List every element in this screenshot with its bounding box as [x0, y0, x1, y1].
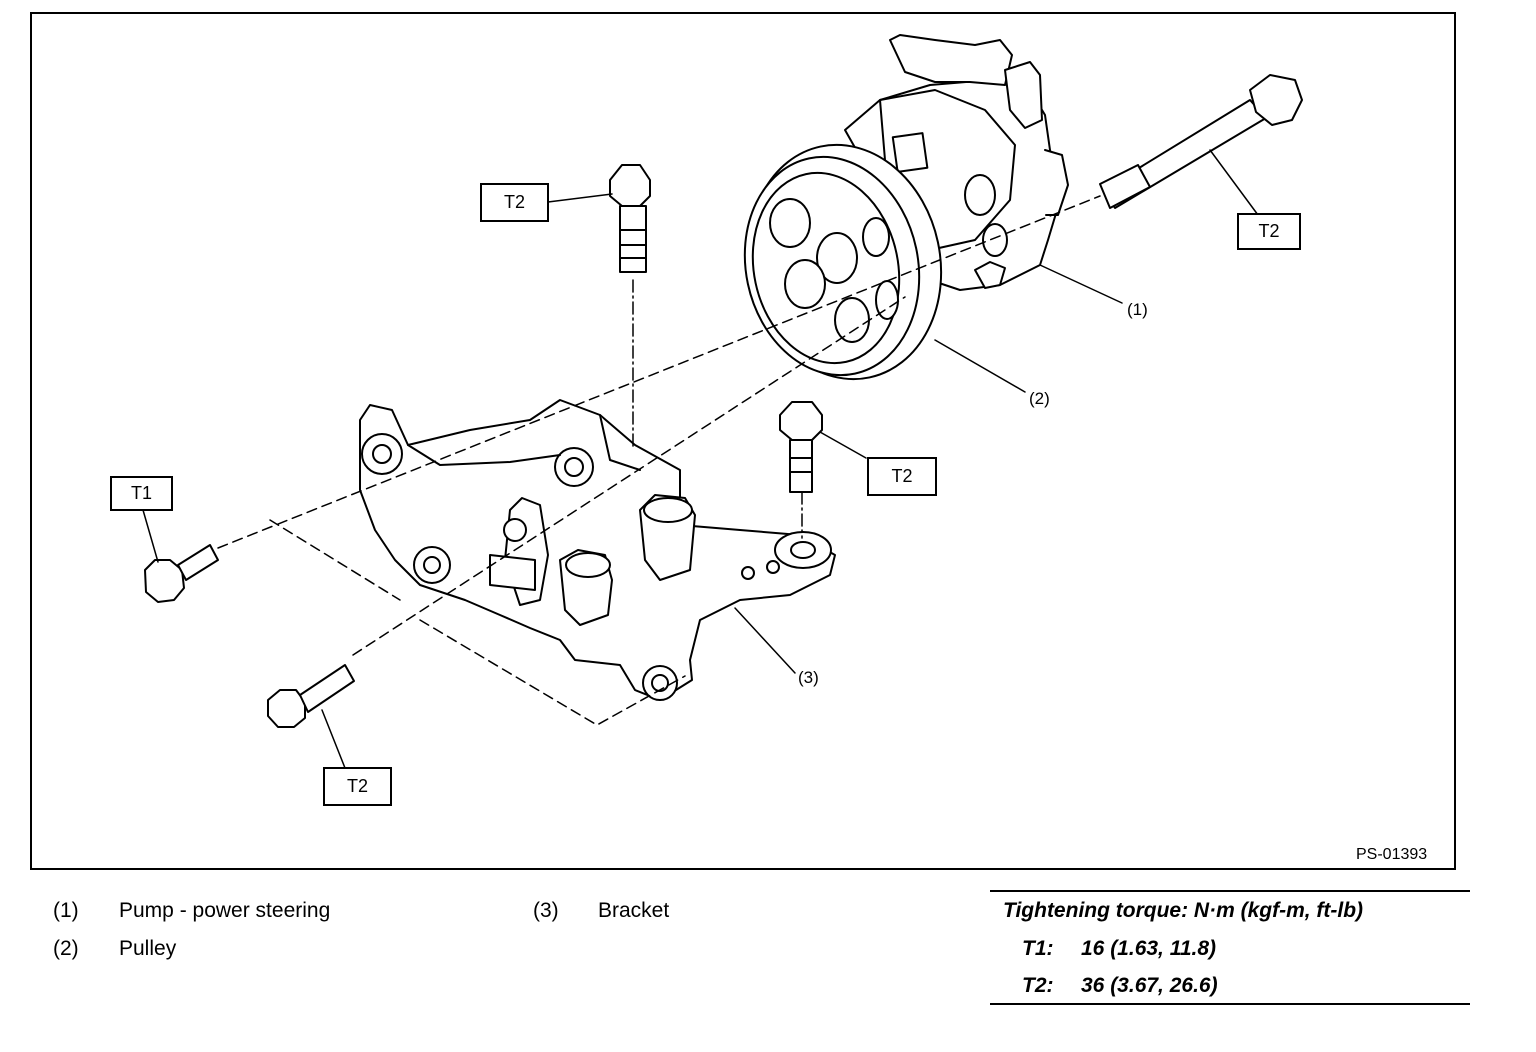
torque-tag-t2-mid: T2 [867, 457, 937, 496]
legend-num: (3) [533, 899, 559, 922]
mid-bolt [779, 401, 823, 493]
legend-label: Bracket [598, 899, 670, 922]
legend-label: Pulley [119, 937, 177, 960]
torque-row-t2-key: T2: [1022, 974, 1054, 997]
torque-row-t1-key: T1: [1022, 937, 1054, 960]
leader-lines [142, 149, 1259, 769]
top-bolt [609, 164, 651, 273]
callout-2: (2) [1029, 389, 1050, 408]
callout-1: (1) [1127, 300, 1148, 319]
legend-label: Pump - power steering [119, 899, 331, 922]
torque-tag-t1-left: T1 [110, 476, 173, 511]
callout-3: (3) [798, 668, 819, 687]
torque-row-t2-value: 36 (3.67, 26.6) [1081, 974, 1218, 997]
torque-table-bottom-rule [990, 1003, 1470, 1005]
torque-tag-t2-top: T2 [480, 183, 549, 222]
assembly-lines [217, 195, 1101, 726]
torque-tag-t2-long-bolt: T2 [1237, 213, 1301, 250]
left-bolt [144, 544, 219, 603]
torque-tag-t2-bottom: T2 [323, 767, 392, 806]
legend-num: (1) [53, 899, 79, 922]
figure-id-label: PS-01393 [1356, 846, 1428, 863]
long-bolt [1099, 74, 1303, 209]
legend-num: (2) [53, 937, 79, 960]
torque-table-top-rule [990, 890, 1470, 892]
torque-table-title: Tightening torque: N·m (kgf-m, ft-lb) [1003, 899, 1364, 922]
bracket [359, 399, 836, 701]
bottom-bolt [267, 664, 355, 728]
pump-body [844, 34, 1069, 291]
diagram-frame [30, 12, 1456, 870]
torque-row-t1-value: 16 (1.63, 11.8) [1081, 937, 1217, 960]
